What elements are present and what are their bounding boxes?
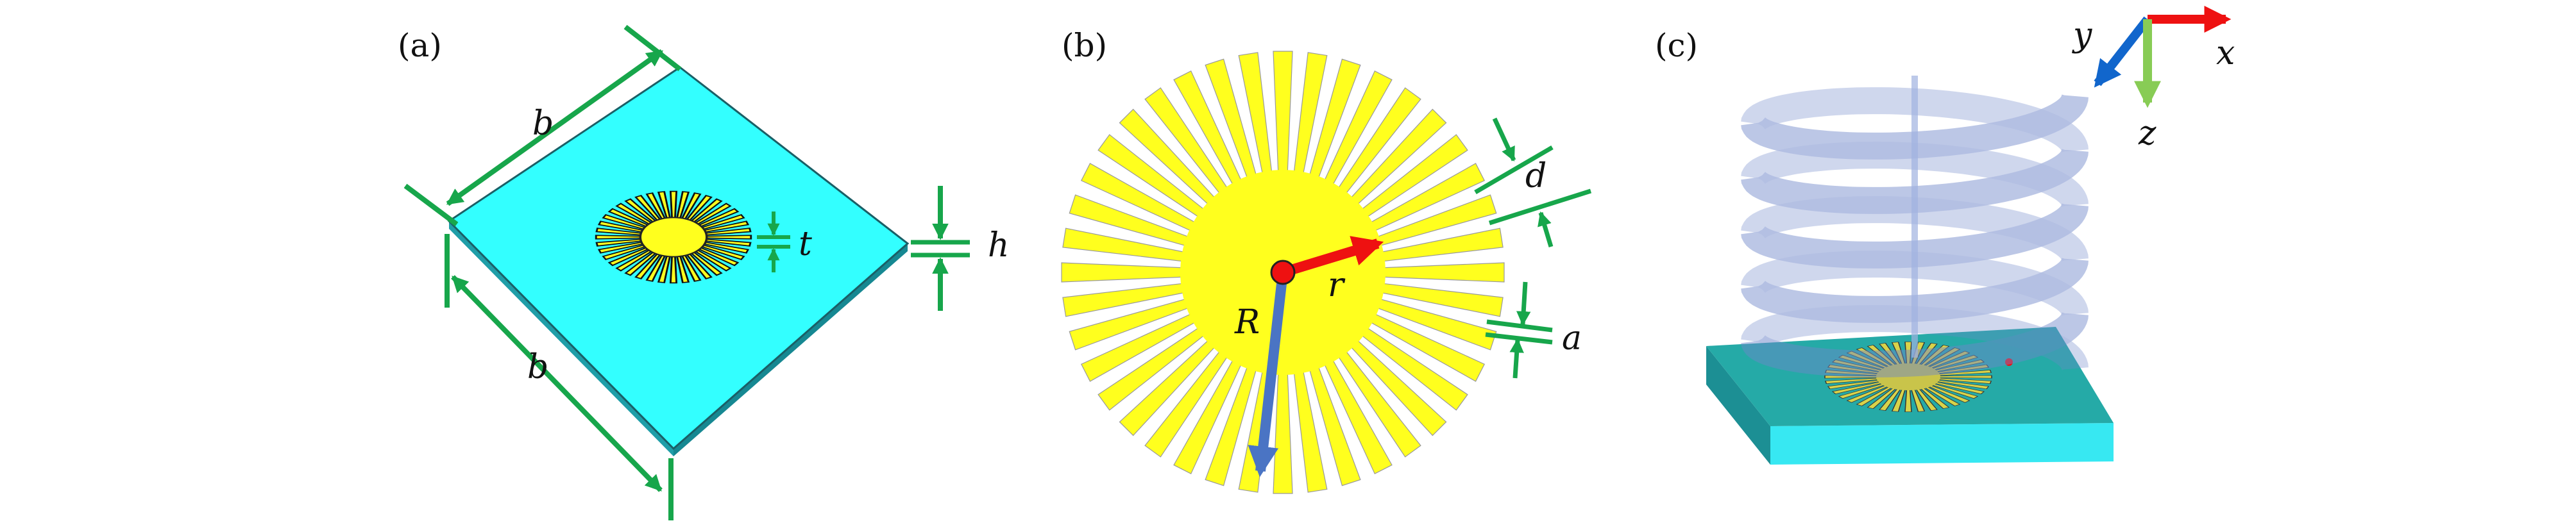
resonator-small-spoke [669,254,678,284]
resonator-small-spoke [669,190,678,220]
dim-r-label: r [1328,266,1346,304]
dim-b-bottom-label: b [527,348,548,386]
beam-axis [1911,76,1918,358]
resonator-c-core [1876,363,1940,390]
dim-d-arrow-bottom [1538,211,1554,248]
resonator-small-core [639,217,708,258]
source-dot [2005,358,2013,366]
axis-x-label: x [2216,34,2235,72]
dim-d-arrow-top [1492,117,1516,162]
dim-h-label: h [988,226,1010,265]
dim-d-line-1 [1474,145,1554,195]
dim-a-arrow-bottom [1509,338,1524,379]
panel-a: (a) b b t h [398,24,1010,520]
dim-b-top-tick-2 [403,183,459,227]
arrow-R [1248,272,1288,477]
resonator-large-spoke [1273,368,1293,494]
dim-b-top-label: b [532,104,554,143]
substrate-c-side-left [1706,346,1770,465]
resonator-large-spokes [1061,51,1505,494]
center-dot [1270,260,1296,285]
panel-a-label: (a) [398,27,442,64]
resonator-small [595,190,752,284]
dim-a-label: a [1562,319,1582,358]
panel-b: (b) R r d a [1061,27,1592,494]
dim-d-line-2 [1488,188,1592,226]
resonator-large-spoke [1378,262,1505,283]
dim-R-label: R [1234,303,1260,342]
substrate-c-side-front [1770,423,2114,465]
dim-a-line-1 [1486,319,1553,333]
dim-b-top-arrow [446,49,664,206]
dim-t-label: t [799,225,812,263]
dim-b-top-tick-1 [623,24,682,72]
dim-d-label: d [1525,157,1546,195]
axis-y-label: y [2072,16,2092,54]
resonator-small-spoke [702,235,752,240]
resonator-c [1824,342,1992,412]
resonator-large [1061,51,1505,494]
resonator-c-spoke [1936,375,1992,379]
arrow-r [1281,236,1384,277]
resonator-large-spoke [1061,262,1187,283]
dim-b-bottom-arrow [451,275,663,492]
panel-c: (c) x y z [1655,6,2235,465]
substrate-side-right [674,244,908,456]
axis-z-label: z [2138,114,2157,153]
panel-b-label: (b) [1062,27,1107,64]
resonator-c-spoke [1904,388,1912,412]
panel-c-label: (c) [1655,27,1698,64]
helix-segment [1741,312,2089,377]
resonator-large-spoke [1273,51,1293,177]
resonator-c-spokes [1824,342,1992,412]
resonator-small-spoke [595,235,645,240]
axis-y-arrow [2094,16,2151,88]
dim-a-arrow-top [1516,281,1531,326]
